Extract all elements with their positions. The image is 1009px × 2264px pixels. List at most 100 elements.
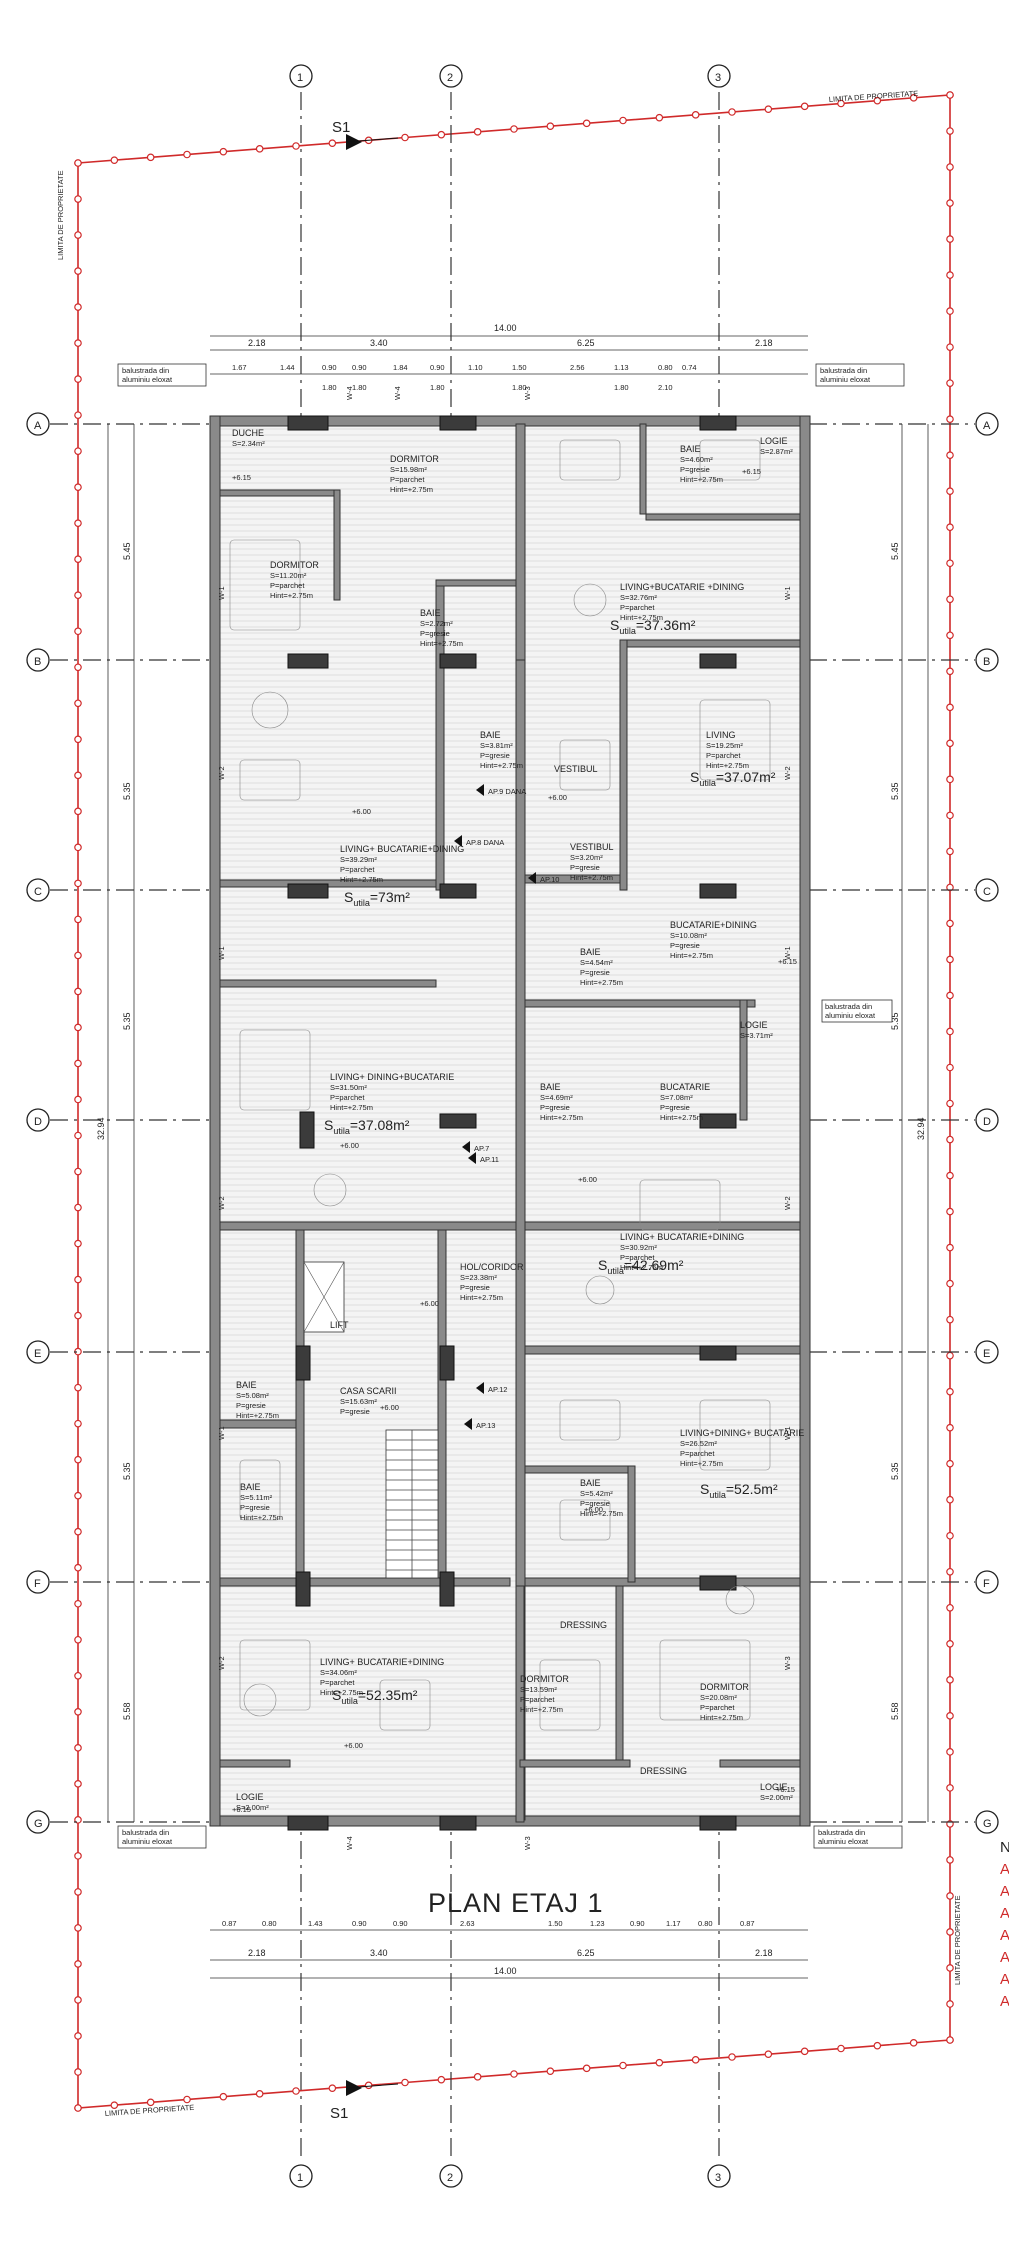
window-tag: W-2	[217, 766, 226, 780]
svg-text:6.25: 6.25	[577, 338, 595, 348]
property-limit-marker	[546, 2067, 555, 2075]
room-detail: P=parchet	[680, 1449, 715, 1458]
dimension-value: 0.80	[698, 1919, 713, 1928]
furniture-item	[559, 1399, 621, 1441]
level-mark: +6.15	[232, 1805, 251, 1814]
svg-text:5.35: 5.35	[890, 1012, 900, 1030]
room-detail: Hint=+2.75m	[390, 485, 433, 494]
svg-text:1: 1	[297, 2172, 303, 2184]
property-limit-marker	[74, 303, 82, 311]
property-limit-marker	[74, 1239, 82, 1248]
property-limit-marker	[946, 1676, 954, 1684]
property-limit-marker	[837, 2044, 845, 2053]
property-limit-marker	[946, 595, 954, 604]
svg-text:2.18: 2.18	[755, 338, 773, 348]
property-limit-marker	[946, 1243, 954, 1252]
svg-text:S1: S1	[332, 119, 350, 136]
apartment-tag: AP.11	[480, 1155, 499, 1164]
property-limit-marker	[255, 2090, 264, 2098]
legend-item: A	[1000, 1971, 1009, 1988]
property-limit-marker	[74, 1527, 82, 1536]
property-limit-marker	[946, 775, 954, 784]
property-limit-marker	[946, 307, 954, 315]
level-mark: +6.15	[776, 1785, 795, 1794]
room-name: LOGIE	[740, 1020, 768, 1030]
room-detail: Hint=+2.75m	[520, 1705, 563, 1714]
furniture-item	[239, 1459, 281, 1521]
column	[439, 1571, 455, 1607]
property-limit-marker	[74, 1167, 82, 1176]
room-name: LIFT	[330, 1320, 349, 1330]
property-limit-marker	[946, 415, 954, 423]
room-detail: S=3.20m²	[570, 853, 603, 862]
svg-text:C: C	[34, 886, 42, 898]
property-limit-marker	[655, 2058, 664, 2067]
dimension-value: 0.90	[630, 1919, 645, 1928]
room-label: DRESSING	[560, 1620, 607, 1630]
room-name: BAIE	[580, 947, 601, 957]
property-limit-marker	[546, 122, 555, 130]
property-limit-marker	[437, 130, 446, 139]
dimension-value: 1.13	[614, 363, 629, 372]
property-limit-marker	[946, 379, 954, 387]
room-detail: S=19.25m²	[706, 741, 743, 750]
property-limit-marker	[74, 2032, 82, 2040]
room-detail: Hint=+2.75m	[270, 591, 313, 600]
column	[439, 1345, 455, 1381]
dimension-value: 1.10	[468, 363, 483, 372]
property-limit-marker	[74, 1059, 82, 1068]
property-limit-marker	[946, 1603, 954, 1612]
apartment-tag: AP.9 DANA	[488, 787, 526, 796]
svg-text:C: C	[983, 886, 991, 898]
property-limit-marker	[74, 1203, 82, 1212]
column	[439, 1815, 477, 1831]
column	[439, 653, 477, 669]
property-limit-marker	[946, 343, 954, 351]
column	[699, 653, 737, 669]
property-limit-marker	[74, 591, 82, 600]
property-limit-marker	[946, 991, 954, 1000]
room-detail: Hint=+2.75m	[330, 1103, 373, 1112]
room-detail: S=5.08m²	[236, 1391, 269, 1400]
room-label: LIFT	[330, 1320, 349, 1330]
svg-text:5.45: 5.45	[122, 542, 132, 560]
column	[699, 1815, 737, 1831]
furniture-item	[725, 1585, 755, 1615]
room-detail: Hint=+2.75m	[480, 761, 523, 770]
property-limit-marker	[74, 1888, 82, 1896]
window-tag: W-3	[523, 1836, 532, 1850]
property-limit-marker	[74, 1023, 82, 1032]
svg-text:E: E	[983, 1348, 990, 1360]
property-limit-marker	[946, 235, 954, 243]
furniture-item	[559, 739, 611, 791]
svg-text:D: D	[983, 1116, 991, 1128]
window-tag: W-1	[217, 946, 226, 960]
svg-text:5.35: 5.35	[890, 782, 900, 800]
furniture-item	[239, 1639, 311, 1711]
svg-text:2.18: 2.18	[248, 1948, 266, 1958]
level-mark: +6.00	[380, 1403, 399, 1412]
room-detail: P=gresie	[660, 1103, 690, 1112]
dimension-chain-right: 5.45 5.35 5.35 5.35 5.58 32.94	[890, 424, 929, 1822]
property-limit-marker	[74, 1419, 82, 1428]
dimension-value: 2.63	[460, 1919, 475, 1928]
property-limit-marker	[946, 2000, 954, 2008]
furniture-item	[239, 759, 301, 801]
property-limit-marker	[946, 1387, 954, 1396]
room-detail: S=20.08m²	[700, 1693, 737, 1702]
property-limit-marker	[74, 1275, 82, 1284]
dimension-value: 1.17	[666, 1919, 681, 1928]
dimension-value: 0.90	[393, 1919, 408, 1928]
room-name: DORMITOR	[520, 1674, 569, 1684]
property-limit-marker	[74, 951, 82, 960]
balustrade-note-e: balustrada din	[825, 1002, 872, 1011]
room-detail: P=parchet	[520, 1695, 555, 1704]
property-limit-marker	[800, 102, 809, 111]
svg-text:A: A	[34, 420, 42, 432]
